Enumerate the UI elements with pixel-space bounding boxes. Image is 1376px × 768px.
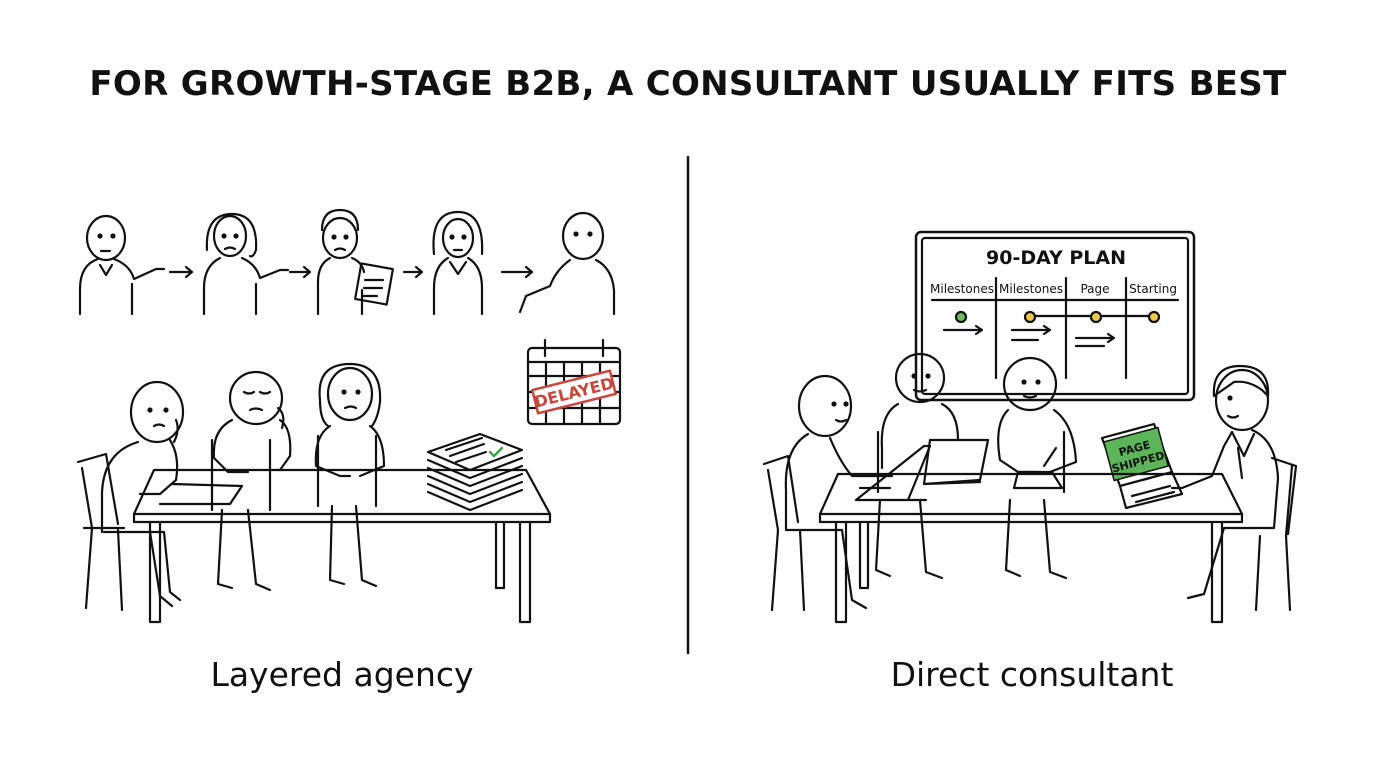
person-icon	[316, 208, 394, 316]
delayed-calendar-icon: DELAYED	[526, 338, 622, 426]
agency-team-table	[76, 362, 552, 624]
caption-direct-consultant: Direct consultant	[890, 655, 1174, 694]
milestone-dot	[954, 310, 968, 324]
milestone-dot	[1089, 310, 1103, 324]
person-icon	[432, 210, 484, 316]
arrow-icon	[402, 265, 424, 279]
laptop-icon: PAGE SHIPPED	[1100, 422, 1184, 510]
plan-board: 90-DAY PLAN Milestones Milestones Page S…	[914, 230, 1196, 402]
person-icon	[78, 214, 166, 316]
consultant-team-table: PAGE SHIPPED	[762, 352, 1298, 624]
board-column-header: Milestones	[999, 282, 1063, 296]
milestone-dot	[1147, 310, 1161, 324]
board-column-header: Page	[1080, 282, 1109, 296]
laptop-icon	[922, 438, 990, 486]
caption-layered-agency: Layered agency	[210, 655, 474, 694]
person-icon	[518, 211, 616, 316]
arrow-icon	[500, 265, 534, 279]
board-column-header: Milestones	[930, 282, 994, 296]
handoff-chain	[78, 208, 616, 316]
arrow-icon	[168, 265, 194, 279]
checkmark-icon	[488, 446, 504, 458]
arrow-icon	[288, 265, 312, 279]
board-column-header: Starting	[1129, 282, 1177, 296]
person-icon	[202, 212, 290, 316]
page-title: FOR GROWTH-STAGE B2B, A CONSULTANT USUAL…	[89, 64, 1287, 104]
board-title: 90-DAY PLAN	[986, 247, 1126, 269]
milestone-dot	[1023, 310, 1037, 324]
